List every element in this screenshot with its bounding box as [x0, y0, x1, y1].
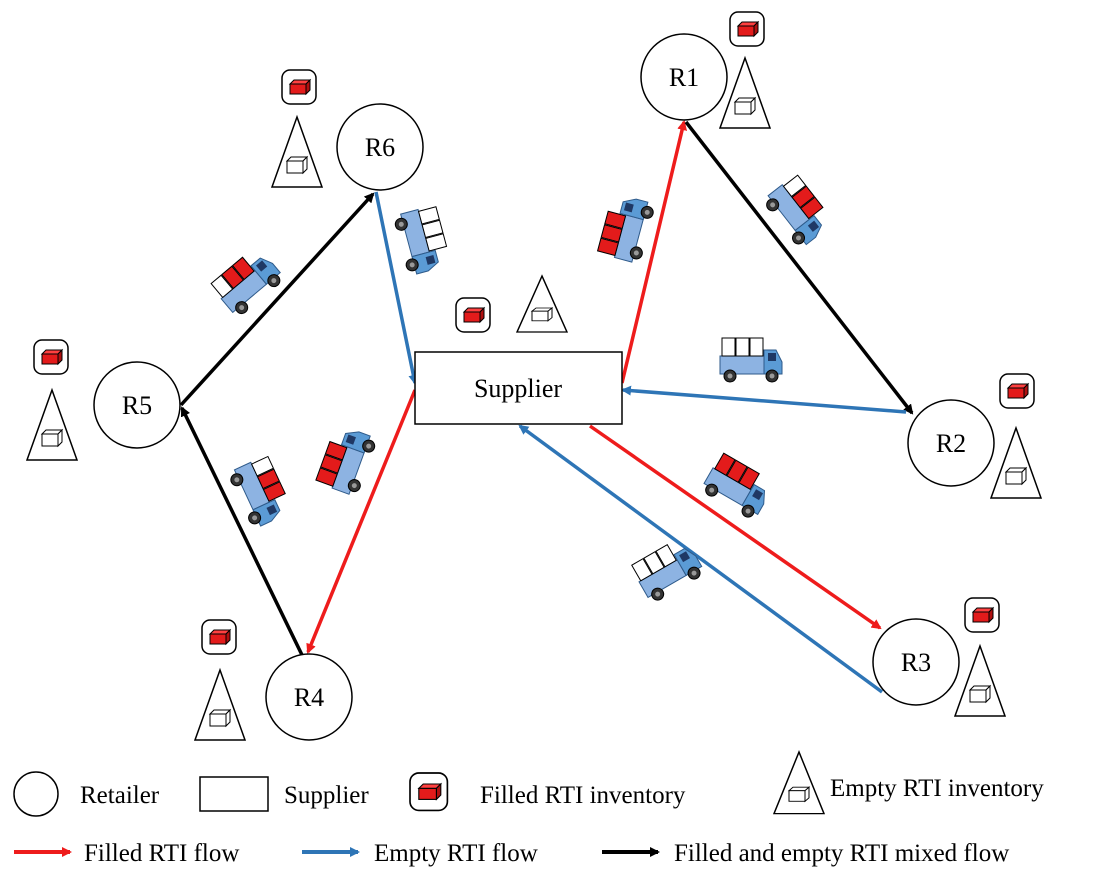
retailer-r4: R4	[265, 653, 353, 741]
legend-supplier-icon	[199, 776, 269, 812]
truck-empty-r3-supplier	[629, 534, 707, 605]
r4-filled-inventory-icon	[201, 619, 237, 655]
flow-supplier-r1	[620, 120, 688, 384]
r5-filled-inventory-icon	[33, 339, 69, 375]
legend-empty-inventory-icon	[773, 751, 825, 815]
r5-empty-inventory-icon	[26, 389, 78, 461]
r1-empty-inventory-icon	[719, 57, 771, 129]
legend: Retailer Supplier Filled RTI inventory E…	[13, 751, 1044, 867]
flow-r3-supplier	[518, 424, 884, 694]
r3-filled-inventory-icon	[964, 597, 1000, 633]
r2-empty-inventory-icon	[990, 427, 1042, 499]
r3-empty-inventory-icon	[954, 645, 1006, 717]
truck-mixed-r1-r2	[761, 173, 836, 251]
supplier-empty-inventory-icon	[516, 275, 568, 333]
legend-supplier-label: Supplier	[284, 782, 369, 809]
retailer-r6-label: R6	[365, 133, 395, 162]
retailer-r1-label: R1	[669, 63, 699, 92]
retailer-r2-label: R2	[936, 429, 966, 458]
supplier-node: Supplier	[414, 351, 623, 425]
truck-filled-to-r4	[314, 423, 379, 498]
flow-r5-r6	[179, 192, 375, 407]
flow-r1-r2	[684, 120, 914, 415]
retailer-r1: R1	[640, 33, 728, 121]
legend-mixed-flow-label: Filled and empty RTI mixed flow	[674, 840, 1009, 867]
retailer-r3: R3	[872, 618, 960, 706]
retailer-r5-label: R5	[122, 391, 152, 420]
r6-filled-inventory-icon	[281, 69, 317, 105]
truck-mixed-r5-r6	[209, 244, 286, 320]
truck-empty-r6-supplier	[392, 204, 452, 277]
r1-filled-inventory-icon	[729, 11, 765, 47]
supplier-filled-inventory-icon	[455, 297, 491, 333]
retailer-r2: R2	[907, 399, 995, 487]
legend-retailer-icon	[13, 771, 59, 817]
r4-empty-inventory-icon	[194, 669, 246, 741]
retailer-r6: R6	[336, 103, 424, 191]
flow-r6-supplier	[374, 191, 419, 385]
retailer-r4-label: R4	[294, 683, 324, 712]
flow-supplier-r4	[306, 389, 417, 654]
r2-filled-inventory-icon	[999, 373, 1035, 409]
flow-r4-r5	[180, 406, 304, 656]
legend-retailer-label: Retailer	[80, 782, 160, 809]
legend-empty-flow-label: Empty RTI flow	[374, 840, 538, 867]
truck-filled-to-r1	[596, 192, 657, 265]
legend-filled-flow-label: Filled RTI flow	[84, 840, 239, 867]
legend-filled-inventory-label: Filled RTI inventory	[480, 782, 686, 809]
truck-empty-r2-supplier	[719, 337, 783, 383]
legend-filled-inventory-icon	[409, 772, 449, 812]
legend-empty-inventory-label: Empty RTI inventory	[830, 775, 1044, 802]
flow-supplier-r3	[588, 424, 882, 630]
r6-empty-inventory-icon	[271, 116, 323, 188]
retailer-r5: R5	[93, 361, 181, 449]
supplier-label: Supplier	[474, 374, 562, 403]
retailer-r3-label: R3	[901, 648, 931, 677]
flow-r2-supplier	[621, 385, 907, 414]
